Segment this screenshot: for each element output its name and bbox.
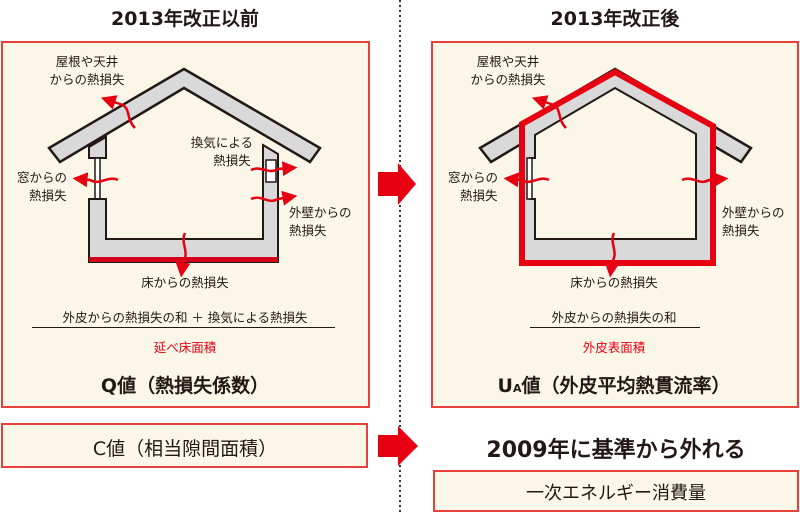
c-value-label: C値（相当隙間面積） <box>92 438 278 460</box>
label-line: 外壁からの <box>289 205 352 220</box>
label-line: 熱損失 <box>722 223 760 238</box>
energy-box <box>433 470 799 512</box>
label-wall-loss: 外壁からの熱損失 <box>722 204 785 240</box>
c-value-box <box>1 423 368 468</box>
fraction-line <box>32 327 335 328</box>
arrow-right-icon <box>378 426 418 466</box>
label-line: 熱損失 <box>29 188 67 203</box>
ua-u: U <box>497 375 513 397</box>
ua-subscript: A <box>512 382 522 395</box>
label-line: 窓からの <box>448 170 499 185</box>
label-roof-loss: 屋根や天井からの熱損失 <box>470 53 545 89</box>
energy-label: 一次エネルギー消費量 <box>526 483 706 504</box>
label-line: からの熱損失 <box>470 72 546 87</box>
removed-note: 2009年に基準から外れる <box>486 438 746 463</box>
label-line: 窓からの <box>17 170 68 185</box>
label-vent-loss: 換気による熱損失 <box>191 134 253 170</box>
label-line: からの熱損失 <box>49 72 125 87</box>
label-line: 換気による <box>190 135 254 150</box>
before-title: 2013年改正以前 <box>111 8 259 30</box>
label-line: 熱損失 <box>289 223 327 238</box>
house-after <box>478 67 753 278</box>
label-line: 屋根や天井 <box>55 54 119 69</box>
fraction-line <box>530 327 700 328</box>
q-value-label: Q値（熱損失係数） <box>100 375 270 397</box>
label-line: 屋根や天井 <box>476 54 540 69</box>
label-floor-loss: 床からの熱損失 <box>141 275 229 290</box>
formula-numerator: 外皮からの熱損失の和 <box>551 310 677 325</box>
house-before <box>47 67 322 278</box>
after-title: 2013年改正後 <box>550 8 680 30</box>
formula-denominator: 外皮表面積 <box>582 340 646 355</box>
ua-rest: 値（外皮平均熱貫流率） <box>521 375 731 397</box>
before-panel <box>1 41 370 408</box>
label-roof-loss: 屋根や天井からの熱損失 <box>49 53 124 89</box>
label-window-loss: 窓からの熱損失 <box>448 169 498 205</box>
formula-denominator: 延べ床面積 <box>153 340 217 355</box>
label-window-loss: 窓からの熱損失 <box>17 169 67 205</box>
label-line: 外壁からの <box>722 205 785 220</box>
arrow-right-icon <box>378 163 416 205</box>
label-floor-loss: 床からの熱損失 <box>570 275 658 290</box>
label-line: 熱損失 <box>460 188 498 203</box>
label-line: 熱損失 <box>213 153 251 168</box>
formula-numerator: 外皮からの熱損失の和 ＋ 換気による熱損失 <box>62 310 308 325</box>
ua-value-label: UA値（外皮平均熱貫流率） <box>498 371 731 398</box>
label-wall-loss: 外壁からの熱損失 <box>289 204 352 240</box>
